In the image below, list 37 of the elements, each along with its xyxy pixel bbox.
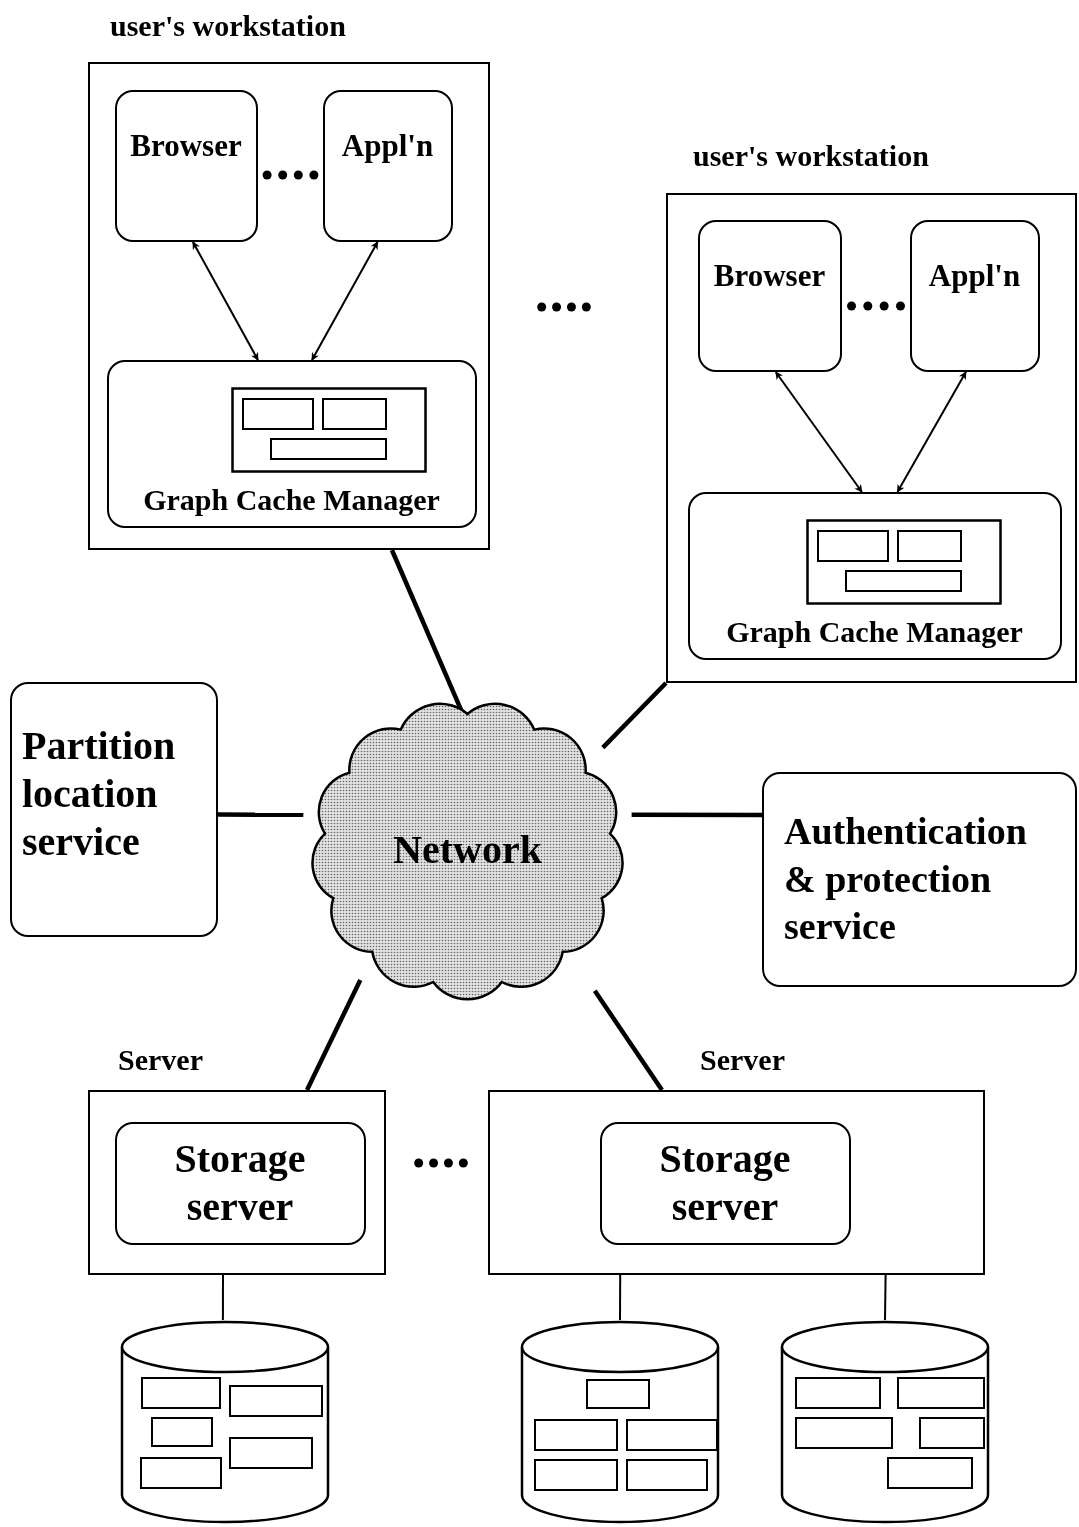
box-heading: user's workstation [693, 138, 929, 174]
box-label: Appl'n [341, 127, 434, 164]
connector-line [221, 1274, 224, 1321]
component-box [106, 359, 477, 528]
component-box [909, 219, 1040, 372]
component-box [10, 682, 218, 937]
box-heading: Server [118, 1042, 203, 1078]
component-box [322, 89, 453, 242]
box-label: Storage server [173, 1135, 307, 1231]
box-label: Browser [130, 127, 242, 164]
connector-line [884, 1274, 887, 1321]
box-label: Storage server [658, 1135, 792, 1231]
box-heading: user's workstation [110, 8, 346, 44]
box-label: Browser [713, 257, 826, 294]
component-box [697, 219, 842, 372]
double-arrow [191, 241, 259, 361]
box-label: Graph Cache Manager [143, 483, 440, 518]
connector-line [592, 989, 664, 1092]
cloud-label: Network [392, 830, 543, 870]
box-label: Graph Cache Manager [726, 615, 1023, 650]
component-box [599, 1121, 851, 1245]
double-arrow [896, 371, 967, 493]
box-label: Partition location service [22, 722, 177, 866]
connector-line [218, 812, 304, 818]
box-label: Appl'n [928, 257, 1021, 294]
component-box [687, 491, 1062, 660]
double-arrow [774, 371, 863, 493]
box-label: Authentication & protection service [784, 809, 1028, 949]
connector-line [601, 681, 668, 750]
connector-line [631, 812, 762, 818]
double-arrow [311, 241, 379, 361]
component-box [762, 772, 1077, 987]
connector-line [619, 1274, 622, 1321]
box-heading: Server [700, 1042, 785, 1078]
component-box [114, 1121, 366, 1245]
component-box [114, 89, 258, 242]
connector-line [305, 978, 363, 1091]
